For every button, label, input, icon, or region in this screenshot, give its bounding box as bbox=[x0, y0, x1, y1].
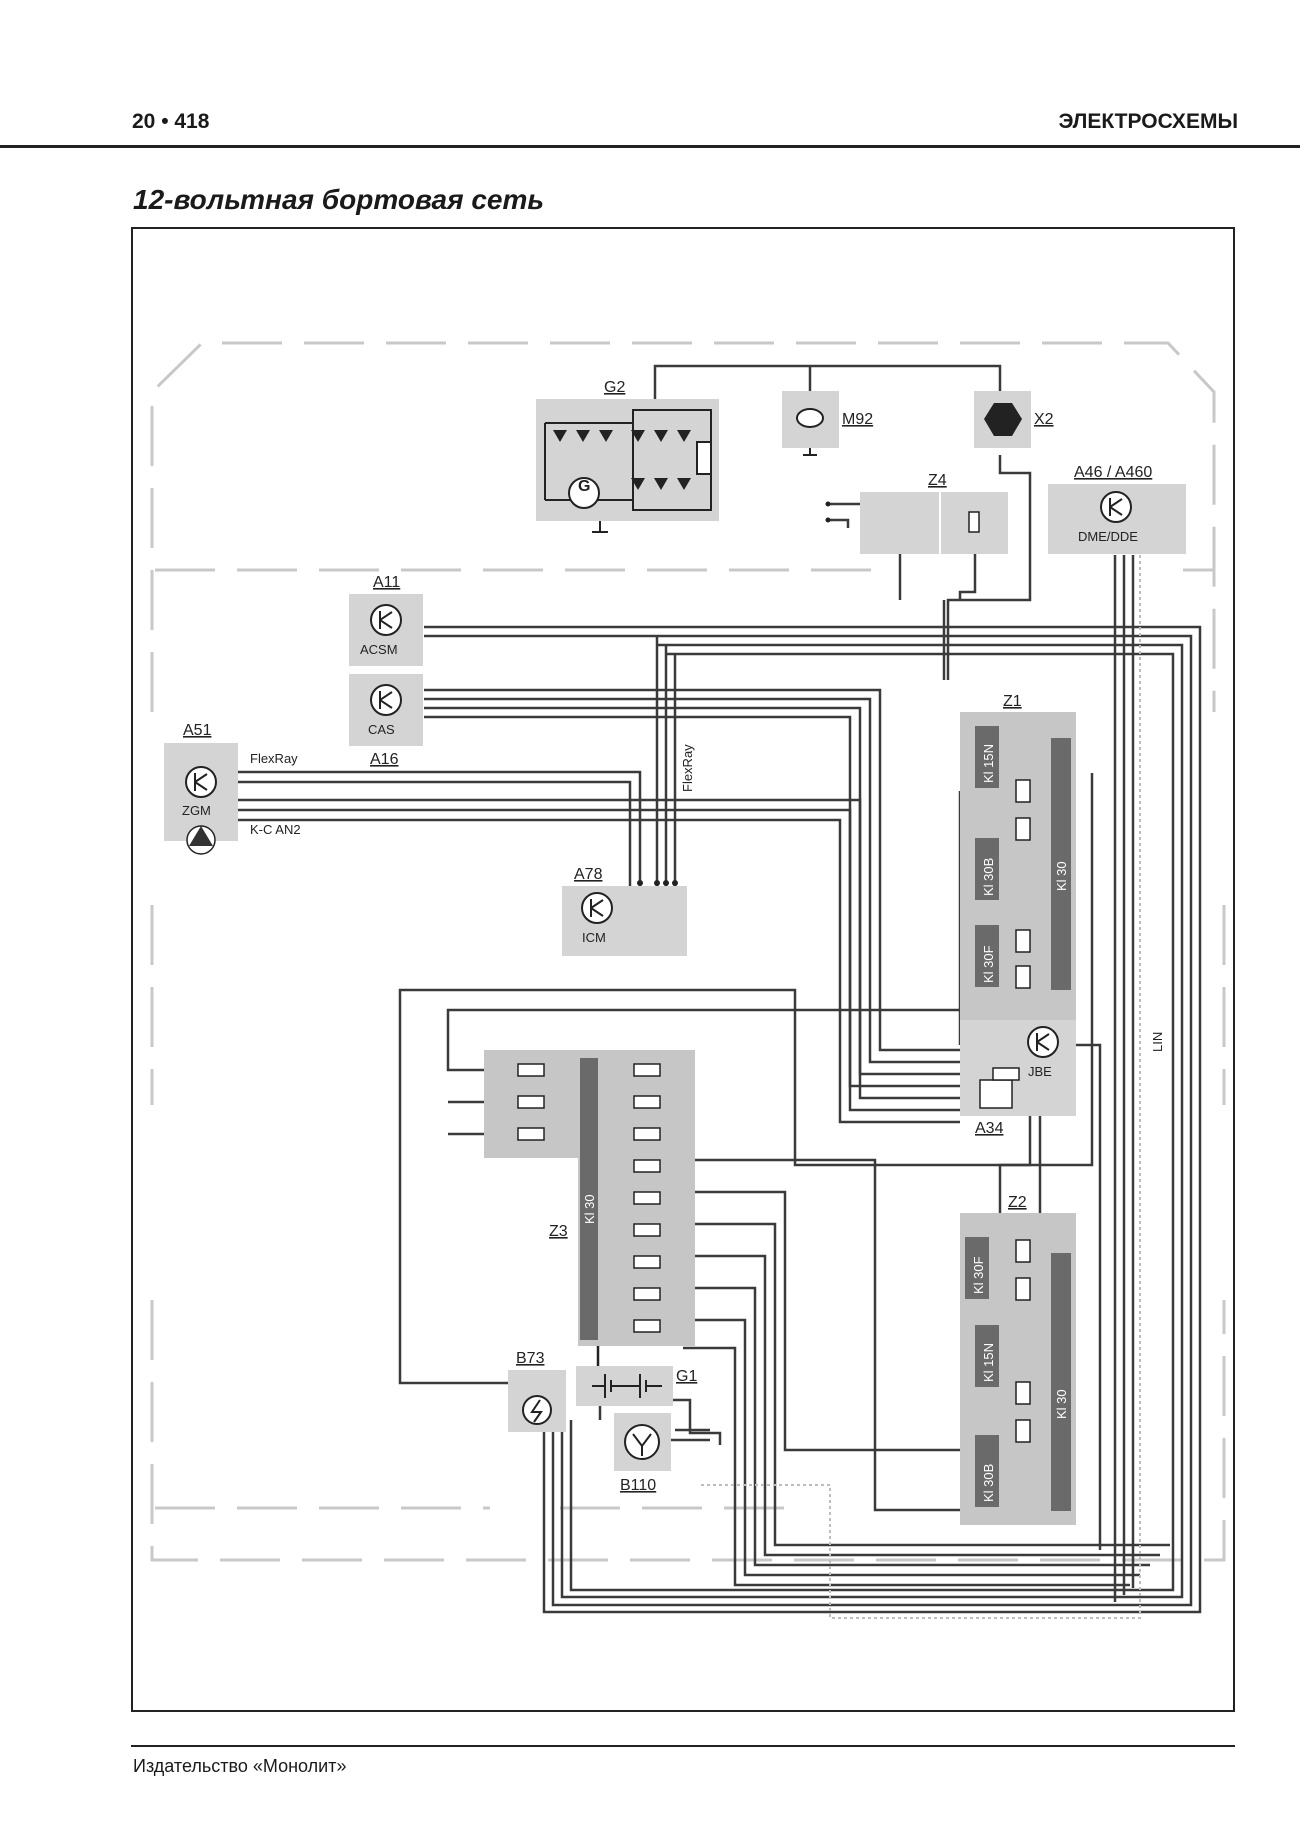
fuse-box-z4 bbox=[825, 492, 1008, 554]
lin-bus bbox=[700, 555, 1141, 1619]
header-rule bbox=[0, 145, 1300, 148]
ecu-dme-dde bbox=[1048, 484, 1186, 554]
label-a11: A11 bbox=[373, 574, 400, 591]
label-b73: B73 bbox=[516, 1350, 545, 1367]
label-z2-kl30f: Kl 30F bbox=[971, 1256, 986, 1294]
label-g1: G1 bbox=[676, 1368, 697, 1385]
module-icm bbox=[562, 880, 687, 956]
battery-g1 bbox=[576, 1366, 673, 1406]
label-z1-kl30f: Kl 30F bbox=[981, 945, 996, 983]
label-zgm: ZGM bbox=[182, 803, 211, 818]
label-z1-kl30b: Kl 30B bbox=[981, 858, 996, 896]
label-dme: DME/DDE bbox=[1078, 529, 1138, 544]
label-a51: A51 bbox=[183, 722, 212, 739]
diagram-title: 12-вольтная бортовая сеть bbox=[133, 184, 545, 215]
vehicle-outline bbox=[150, 341, 1226, 1562]
page-number: 20 • 418 bbox=[132, 110, 210, 133]
label-flexray: FlexRay bbox=[250, 751, 298, 766]
module-zgm bbox=[164, 743, 238, 855]
label-z1: Z1 bbox=[1003, 693, 1022, 710]
label-m92: M92 bbox=[842, 411, 873, 428]
alternator-g2: G bbox=[536, 399, 719, 533]
label-z1-kl15n: Kl 15N bbox=[981, 744, 996, 783]
label-icm: ICM bbox=[582, 930, 606, 945]
power-distributor-z1 bbox=[960, 712, 1076, 1020]
power-distributor-z2 bbox=[960, 1213, 1076, 1525]
label-z2: Z2 bbox=[1008, 1194, 1027, 1211]
label-a46: A46 / A460 bbox=[1074, 464, 1152, 481]
label-z2-kl15n: Kl 15N bbox=[981, 1343, 996, 1382]
label-a78: A78 bbox=[574, 866, 603, 883]
label-flexray-vertical: FlexRay bbox=[680, 744, 695, 792]
label-a34: A34 bbox=[975, 1120, 1004, 1137]
label-z4: Z4 bbox=[928, 472, 947, 489]
publisher-footer: Издательство «Монолит» bbox=[133, 1756, 347, 1776]
label-kcan: K-C AN2 bbox=[250, 822, 301, 837]
label-jbe: JBE bbox=[1028, 1064, 1052, 1079]
label-acsm: ACSM bbox=[360, 642, 398, 657]
label-x2: X2 bbox=[1034, 411, 1054, 428]
label-b110: B110 bbox=[620, 1477, 656, 1494]
fuse-carrier-z3 bbox=[484, 1050, 695, 1382]
section-title: ЭЛЕКТРОСХЕМЫ bbox=[1058, 110, 1238, 133]
module-cas bbox=[349, 674, 423, 746]
label-a16: A16 bbox=[370, 751, 399, 768]
label-z3-kl30: Kl 30 bbox=[582, 1194, 597, 1224]
connector-x2 bbox=[974, 391, 1031, 448]
motor-m92 bbox=[782, 391, 839, 456]
label-z3: Z3 bbox=[549, 1223, 568, 1240]
wiring-harness bbox=[214, 364, 1202, 1614]
label-z1-kl30: Kl 30 bbox=[1054, 861, 1069, 891]
diagram-frame bbox=[131, 227, 1235, 1712]
alternator-g-letter: G bbox=[578, 478, 590, 495]
footer-rule bbox=[131, 1745, 1235, 1747]
module-jbe bbox=[960, 1020, 1076, 1116]
label-lin: LIN bbox=[1150, 1032, 1165, 1052]
label-z2-kl30b: Kl 30B bbox=[981, 1464, 996, 1502]
sensor-b110 bbox=[614, 1413, 671, 1471]
label-cas: CAS bbox=[368, 722, 395, 737]
label-g2: G2 bbox=[604, 379, 625, 396]
sensor-b73 bbox=[508, 1370, 566, 1432]
module-acsm bbox=[349, 594, 423, 666]
label-z2-kl30: Kl 30 bbox=[1054, 1389, 1069, 1419]
